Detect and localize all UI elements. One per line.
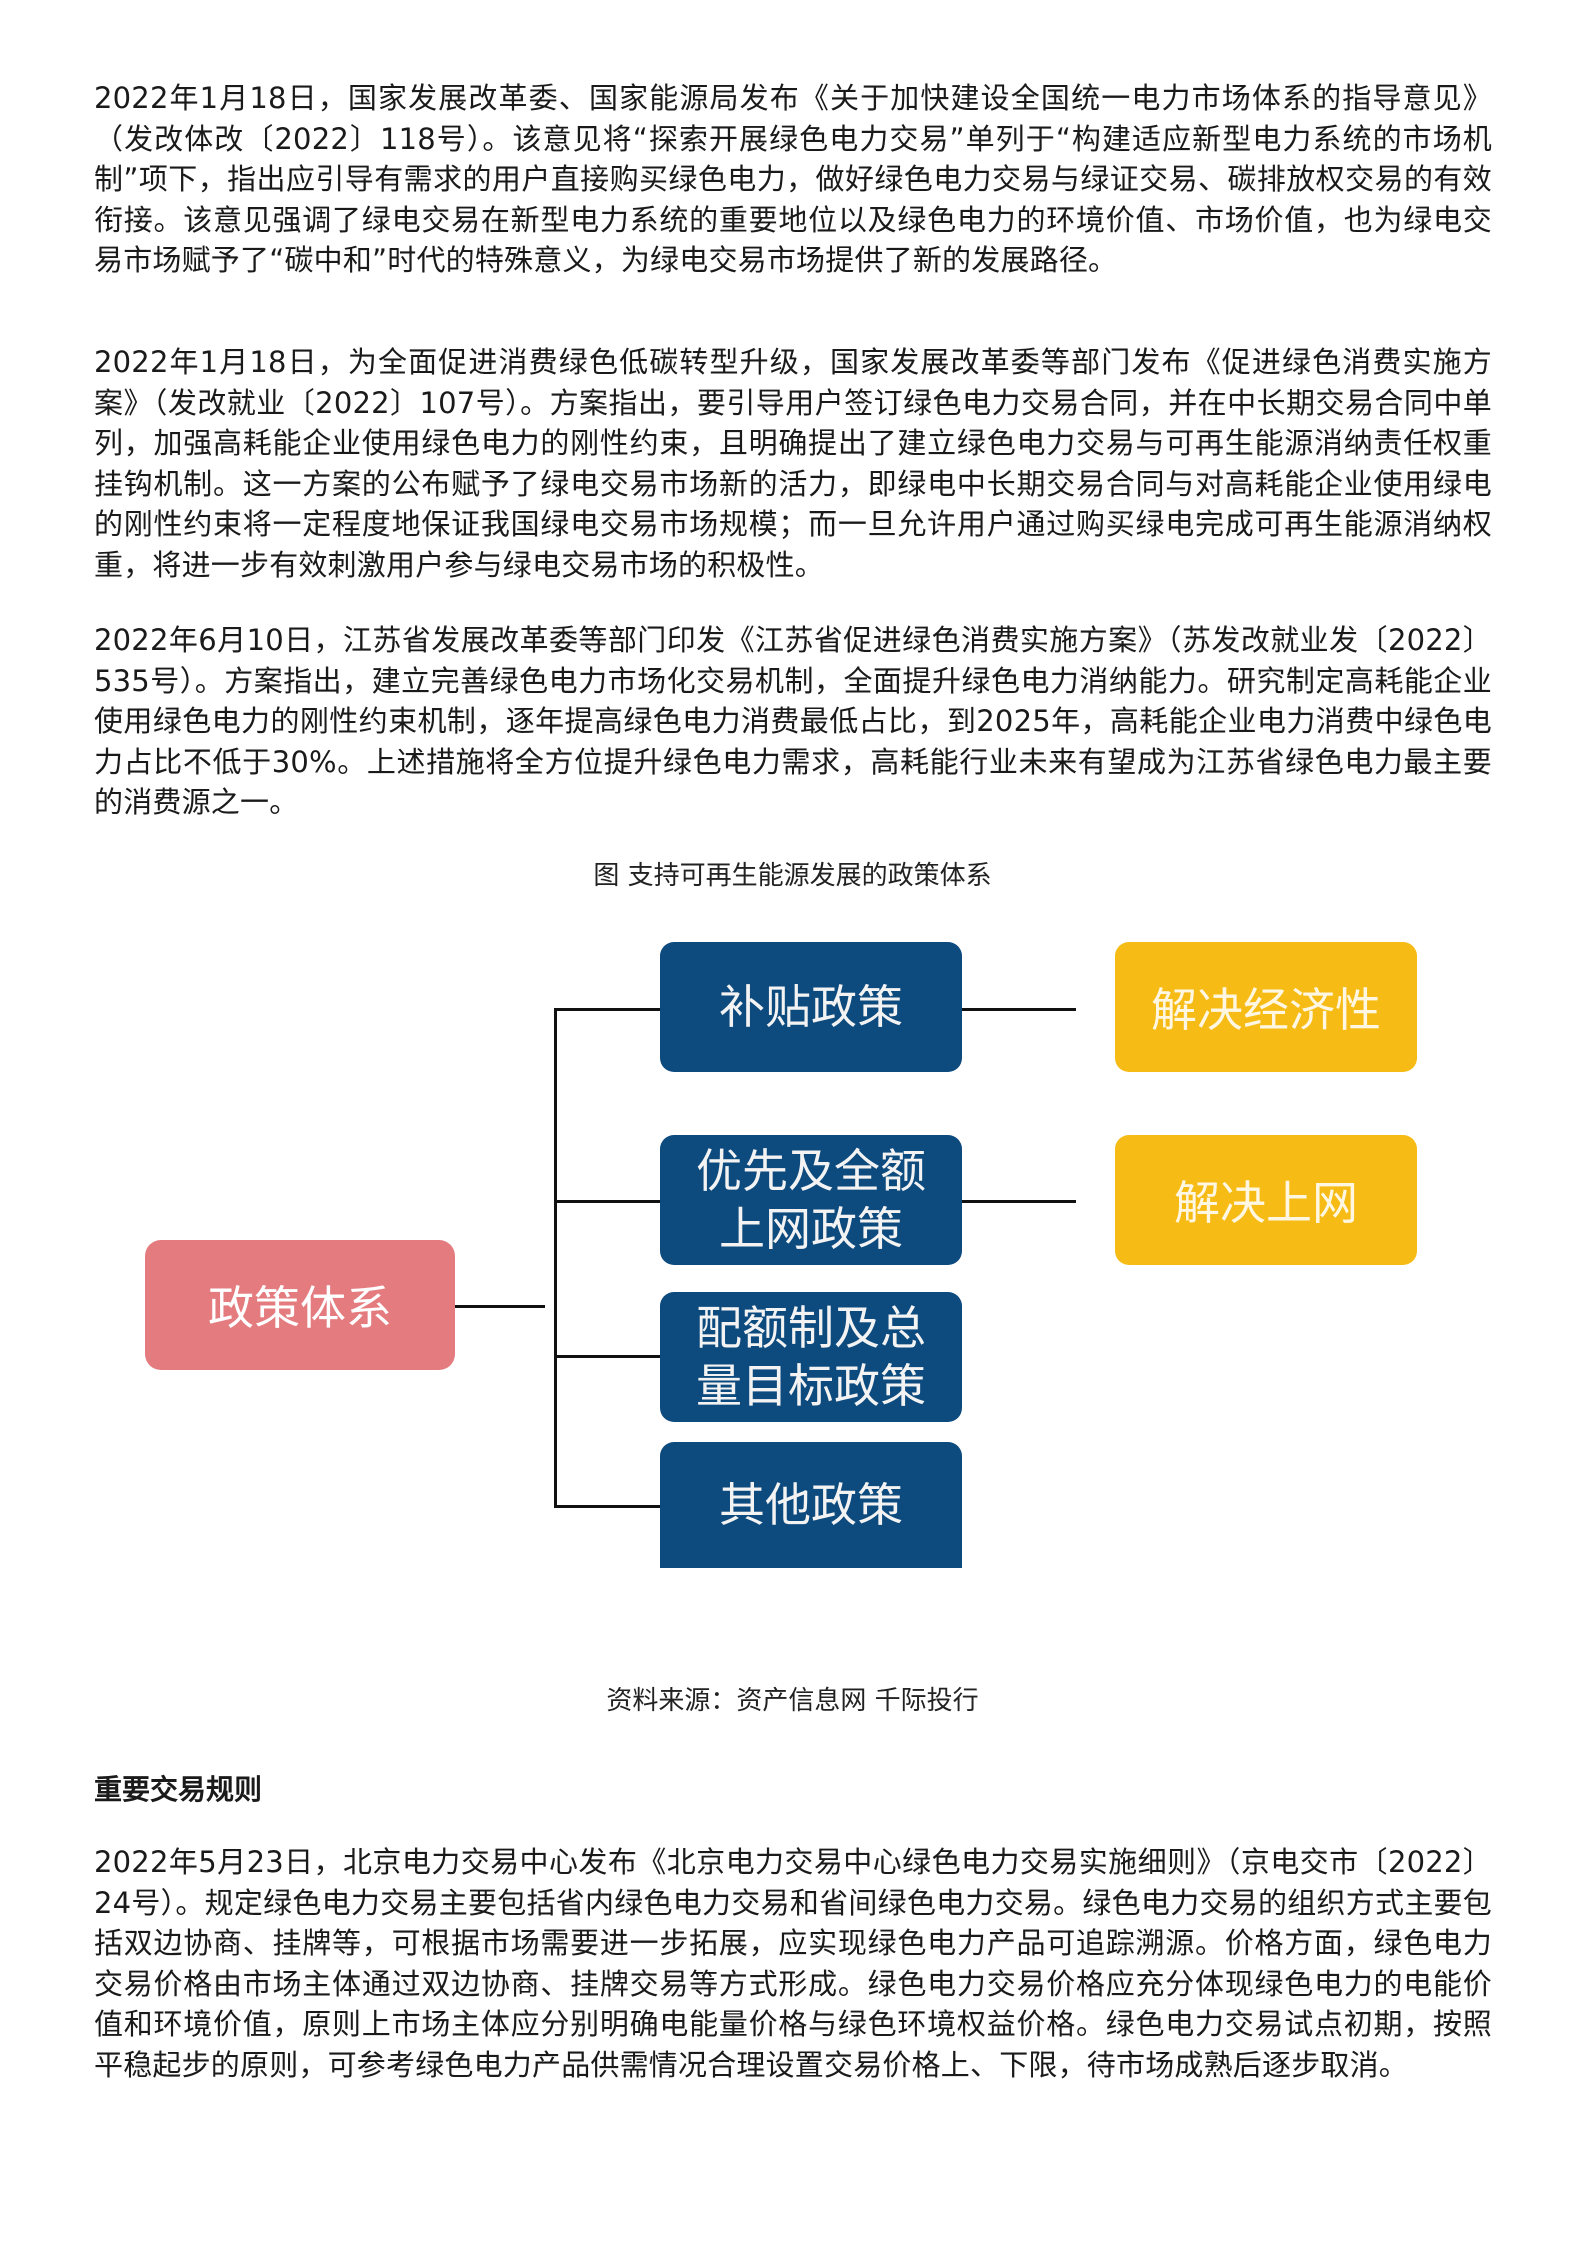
paragraph-1: 2022年1月18日，国家发展改革委、国家能源局发布《关于加快建设全国统一电力市… <box>94 81 1492 277</box>
diagram-root-node: 政策体系 <box>145 1240 455 1370</box>
policy-node-4: 其他政策 <box>660 1442 962 1568</box>
paragraph-2: 2022年1月18日，为全面促进消费绿色低碳转型升级，国家发展改革委等部门发布《… <box>94 345 1492 582</box>
policy-3-line1: 配额制及总 <box>696 1301 926 1355</box>
policy-1-label: 补贴政策 <box>719 980 903 1034</box>
policy-diagram: 政策体系 补贴政策 优先及全额 上网政策 配额制及总 量目标政策 其他政策 解决… <box>130 920 1450 1655</box>
root-label: 政策体系 <box>208 1281 392 1335</box>
section-heading: 重要交易规则 <box>94 1773 263 1806</box>
paragraph-3: 2022年6月10日，江苏省发展改革委等部门印发《江苏省促进绿色消费实施方案》（… <box>94 623 1492 819</box>
connector-policy-2 <box>554 1200 690 1203</box>
figure-title: 图 支持可再生能源发展的政策体系 <box>593 861 992 891</box>
policy-2-line2: 上网政策 <box>719 1202 903 1256</box>
policy-3-line2: 量目标政策 <box>696 1359 926 1413</box>
goal-2-label: 解决上网 <box>1174 1176 1358 1230</box>
connector-goal-1 <box>960 1008 1076 1011</box>
policy-2-line1: 优先及全额 <box>696 1144 926 1198</box>
policy-4-label: 其他政策 <box>719 1478 903 1532</box>
connector-trunk <box>554 1008 557 1507</box>
goal-node-1: 解决经济性 <box>1115 942 1417 1072</box>
connector-root <box>455 1305 545 1308</box>
goal-1-label: 解决经济性 <box>1151 983 1381 1037</box>
connector-policy-1 <box>554 1008 690 1011</box>
policy-node-2: 优先及全额 上网政策 <box>660 1135 962 1265</box>
figure-source: 资料来源：资产信息网 千际投行 <box>606 1686 979 1716</box>
policy-node-1: 补贴政策 <box>660 942 962 1072</box>
policy-node-3: 配额制及总 量目标政策 <box>660 1292 962 1422</box>
paragraph-4: 2022年5月23日，北京电力交易中心发布《北京电力交易中心绿色电力交易实施细则… <box>94 1845 1492 2082</box>
goal-node-2: 解决上网 <box>1115 1135 1417 1265</box>
connector-goal-2 <box>960 1200 1076 1203</box>
connector-policy-3 <box>554 1355 690 1358</box>
connector-policy-4 <box>554 1505 690 1508</box>
